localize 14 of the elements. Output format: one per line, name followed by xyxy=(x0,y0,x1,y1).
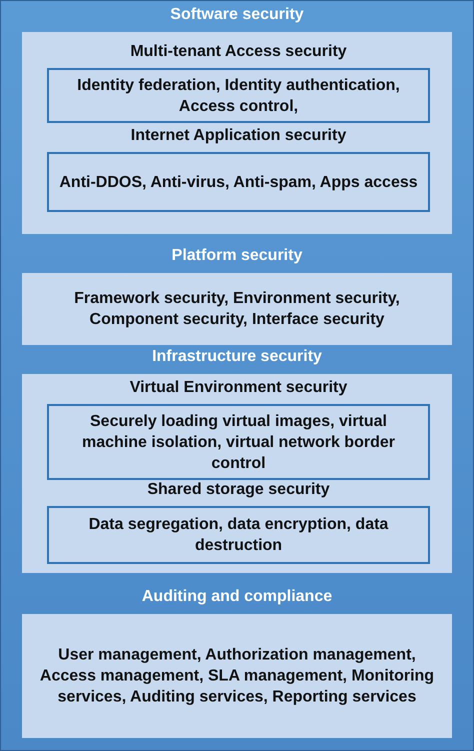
section-heading: Internet Application security xyxy=(130,127,348,145)
section-heading: Software security xyxy=(169,6,305,24)
description-text: Securely loading virtual images, virtual machine isolation, virtual network border control xyxy=(81,412,396,474)
section-heading: Multi-tenant Access security xyxy=(129,43,348,61)
description-text: Identity federation, Identity authentication, Access control, xyxy=(76,76,401,116)
description-text: User management, Authorization management, Access management, SLA management, Monitoring services, Auditing services, Reporting services xyxy=(38,646,436,708)
section-heading: Virtual Environment security xyxy=(128,379,348,397)
description-text: Anti-DDOS, Anti-virus, Anti-spam, Apps access xyxy=(58,172,419,192)
section-heading: Platform security xyxy=(170,247,304,265)
section-heading: Infrastructure security xyxy=(151,348,323,366)
section-heading: Shared storage security xyxy=(146,481,331,499)
section-heading: Auditing and compliance xyxy=(140,588,334,606)
description-text: Framework security, Environment security, Component security, Interface security xyxy=(73,289,401,330)
description-text: Data segregation, data encryption, data destruction xyxy=(88,515,390,556)
